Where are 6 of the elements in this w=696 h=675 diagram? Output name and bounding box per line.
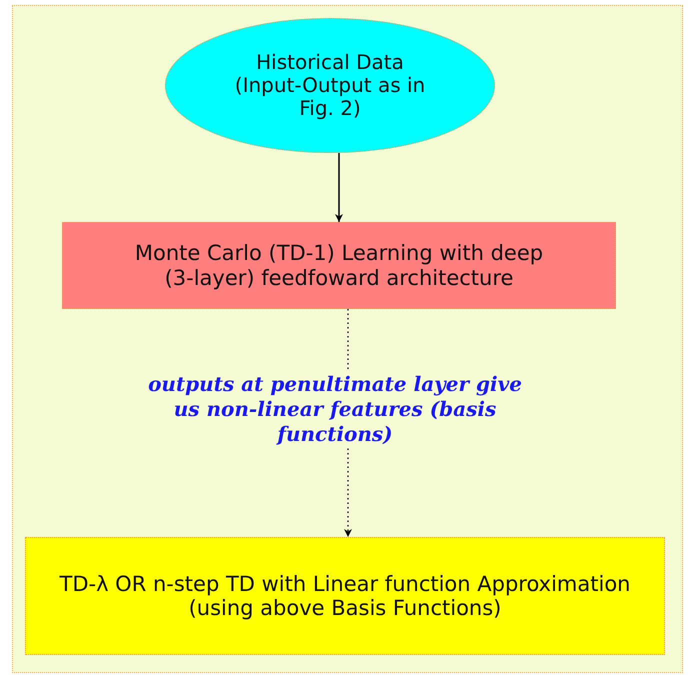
node-text: Historical Data (Input-Output as in Fig. 2) bbox=[234, 51, 426, 120]
arrow bbox=[335, 153, 343, 222]
node-text: TD-λ OR n-step TD with Linear function Approximation (using above Basis Functions) bbox=[58, 572, 632, 620]
process-box bbox=[25, 537, 665, 655]
node-text: Monte Carlo (TD-1) Learning with deep (3-layer) feedfoward architecture bbox=[134, 241, 544, 290]
process-box bbox=[62, 222, 616, 309]
